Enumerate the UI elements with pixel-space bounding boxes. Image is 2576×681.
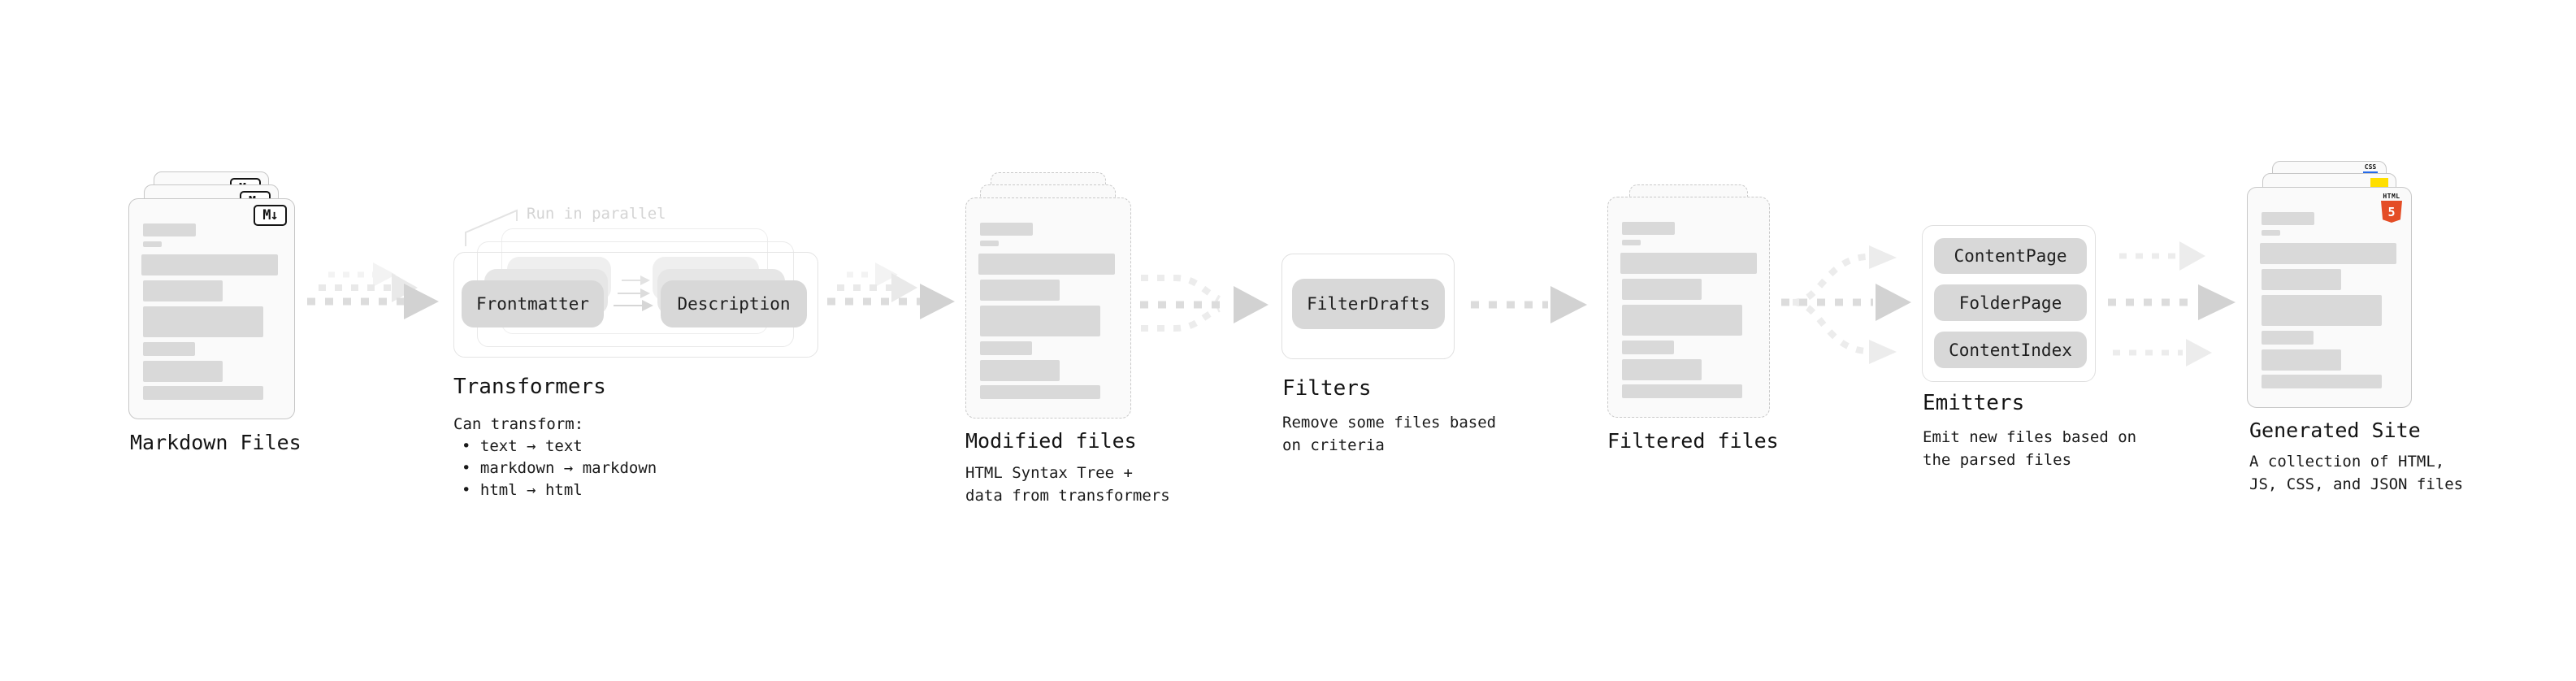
skeleton-text-bar [980, 280, 1060, 301]
skeleton-text-bar [2262, 375, 2382, 388]
skeleton-text-bar [143, 280, 223, 301]
css-badge-text: CSS [2364, 163, 2377, 171]
subtitle-line: A collection of HTML, [2249, 453, 2445, 471]
skeleton-text-bar [980, 223, 1033, 236]
arrow-emitters-to-generated [2108, 241, 2236, 367]
markdown-files-label: Markdown Files [130, 431, 301, 454]
skeleton-text-bar [143, 223, 196, 236]
contentpage-pill: ContentPage [1934, 238, 2087, 274]
markdown-file-card-front: M↓ [128, 198, 295, 419]
skeleton-text-bar [143, 342, 195, 356]
arrow-filters-to-filtered [1471, 286, 1587, 323]
html5-number: 5 [2387, 204, 2396, 219]
skeleton-text-bar [1622, 340, 1674, 354]
transformer-internal-arrows [614, 275, 653, 311]
frontmatter-pill: Frontmatter [462, 280, 604, 327]
skeleton-text-bar [1622, 279, 1702, 300]
generated-site-label: Generated Site [2249, 419, 2421, 442]
html5-shield: 5 [2381, 201, 2402, 223]
arrow-filtered-to-emitters [1781, 245, 1911, 364]
skeleton-text-bar [980, 241, 999, 246]
emitters-title: Emitters [1923, 391, 2025, 415]
skeleton-text-bar [980, 385, 1100, 399]
modified-file-card-front [965, 197, 1131, 419]
folderpage-pill: FolderPage [1934, 284, 2087, 321]
transformer-layer-front [453, 252, 818, 358]
skeleton-text-bar [2262, 230, 2280, 236]
filters-title: Filters [1282, 376, 1372, 401]
skeleton-text-bar [2262, 212, 2314, 225]
css-badge-underline [2363, 171, 2378, 174]
markdown-icon: M↓ [254, 205, 287, 226]
subtitle-line: data from transformers [965, 487, 1170, 505]
run-in-parallel-leader-line [465, 209, 518, 246]
subtitle-line: HTML Syntax Tree + [965, 464, 1133, 482]
css-icon: CSS [2362, 164, 2379, 174]
transform-bullet: • text → text [462, 437, 583, 455]
transform-bullet: • html → html [462, 481, 583, 499]
filtered-file-card-front [1607, 197, 1770, 418]
skeleton-text-bar [2262, 269, 2341, 290]
transformers-description: Can transform: • text → text • markdown … [453, 414, 657, 501]
skeleton-text-bar [143, 306, 263, 337]
skeleton-text-bar [141, 254, 278, 275]
modified-files-label: Modified files [965, 429, 1137, 453]
skeleton-text-bar [143, 241, 162, 247]
filtered-files-label: Filtered files [1607, 429, 1779, 453]
skeleton-text-bar [1620, 253, 1757, 274]
skeleton-text-bar [2262, 295, 2382, 326]
generated-file-card-html: HTML 5 [2247, 187, 2412, 408]
skeleton-text-bar [1622, 384, 1742, 398]
subtitle-line: on criteria [1282, 436, 1385, 454]
skeleton-text-bar [143, 386, 263, 400]
can-transform-label: Can transform: [453, 415, 584, 433]
skeleton-text-bar [1622, 240, 1641, 245]
skeleton-text-bar [980, 360, 1060, 381]
contentindex-pill: ContentIndex [1934, 332, 2087, 368]
run-in-parallel-note: Run in parallel [527, 205, 666, 223]
arrow-modified-to-filters [1140, 275, 1268, 332]
skeleton-text-bar [1622, 222, 1675, 235]
filterdrafts-pill: FilterDrafts [1292, 279, 1445, 329]
subtitle-line: the parsed files [1923, 451, 2072, 469]
subtitle-line: Emit new files based on [1923, 428, 2137, 446]
skeleton-text-bar [978, 254, 1115, 275]
skeleton-text-bar [2262, 331, 2314, 345]
transform-bullet: • markdown → markdown [462, 459, 657, 477]
description-pill: Description [661, 280, 807, 327]
skeleton-text-bar [2262, 349, 2341, 371]
html5-badge-text: HTML [2383, 193, 2400, 200]
subtitle-line: Remove some files based [1282, 414, 1497, 432]
subtitle-line: JS, CSS, and JSON files [2249, 475, 2464, 493]
skeleton-text-bar [980, 341, 1032, 355]
filters-subtitle: Remove some files based on criteria [1282, 411, 1496, 457]
emitters-subtitle: Emit new files based on the parsed files [1923, 426, 2136, 471]
html5-icon: HTML 5 [2381, 193, 2402, 223]
modified-files-subtitle: HTML Syntax Tree + data from transformer… [965, 462, 1170, 507]
skeleton-text-bar [1622, 305, 1742, 336]
generated-site-subtitle: A collection of HTML, JS, CSS, and JSON … [2249, 450, 2463, 496]
arrow-transformers-to-modified [827, 262, 955, 319]
transformers-title: Transformers [453, 375, 606, 399]
skeleton-text-bar [1622, 359, 1702, 380]
skeleton-text-bar [980, 306, 1100, 336]
skeleton-text-bar [143, 361, 223, 382]
skeleton-text-bar [2260, 243, 2396, 264]
arrow-markdown-to-transformers [307, 262, 439, 319]
